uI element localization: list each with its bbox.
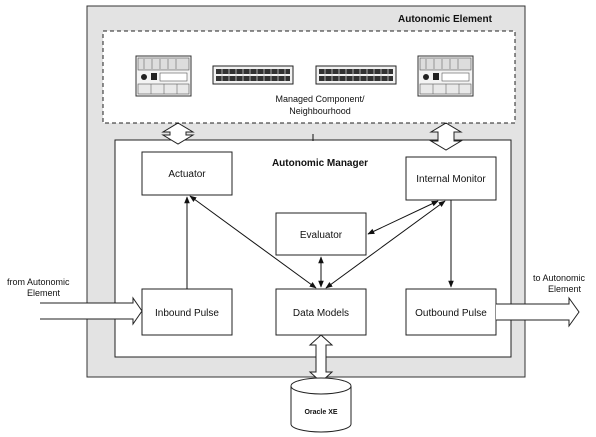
managed-component-label-line2: Neighbourhood xyxy=(289,106,351,116)
rack-icon xyxy=(315,65,397,85)
autonomic-element-title: Autonomic Element xyxy=(398,14,493,25)
outbound-pulse-label: Outbound Pulse xyxy=(415,308,487,319)
database-icon xyxy=(290,377,352,433)
data-models-box xyxy=(275,288,367,336)
actuator-box xyxy=(141,151,233,196)
evaluator-label: Evaluator xyxy=(300,230,343,241)
from-element-label-line2: Element xyxy=(27,288,61,298)
data-models-label: Data Models xyxy=(293,308,349,319)
actuator-label: Actuator xyxy=(168,169,206,180)
monitor-channel-arrow xyxy=(429,122,463,151)
internal-monitor-label: Internal Monitor xyxy=(416,174,486,185)
actuator-channel-arrow xyxy=(161,122,195,145)
server-icon xyxy=(417,55,474,97)
to-element-label-line2: Element xyxy=(548,284,582,294)
inbound-pulse-label: Inbound Pulse xyxy=(155,308,219,319)
to-element-label-line1: to Autonomic xyxy=(533,273,586,283)
monitor-evaluator-arrow xyxy=(367,200,439,235)
inbound-pulse-box xyxy=(141,288,233,336)
rack-icon xyxy=(212,65,294,85)
actuator-data-models-arrow xyxy=(189,195,317,289)
autonomic-manager-title: Autonomic Manager xyxy=(272,158,368,169)
database-label: Oracle XE xyxy=(304,409,337,416)
from-element-label-line1: from Autonomic xyxy=(7,277,70,287)
server-icon xyxy=(135,55,192,97)
incoming-pulse-arrow xyxy=(40,296,143,326)
outbound-pulse-box xyxy=(405,288,497,336)
outgoing-pulse-arrow xyxy=(496,296,580,328)
managed-component-label-line1: Managed Component/ xyxy=(275,94,365,104)
